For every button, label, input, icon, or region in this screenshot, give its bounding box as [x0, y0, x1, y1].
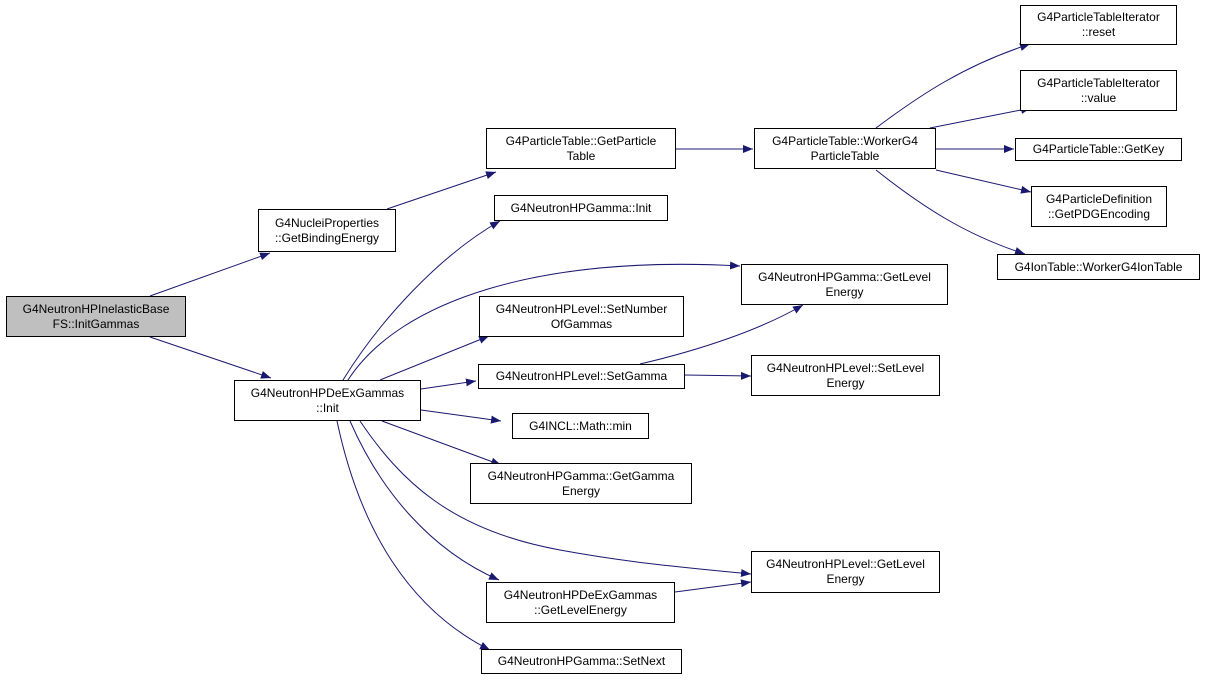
node-label-line1: G4NeutronHPGamma::GetLevel	[758, 269, 931, 284]
node-label-line2: Energy	[825, 284, 864, 299]
node-deex-gammas-init[interactable]: G4NeutronHPDeExGammas ::Init	[234, 380, 421, 421]
node-level-set-number-of-gammas[interactable]: G4NeutronHPLevel::SetNumber OfGammas	[479, 296, 684, 337]
edge-deex-level-setnum	[379, 335, 490, 381]
node-label-line2: Energy	[561, 483, 601, 498]
edge-pt-worker-ion	[875, 169, 1026, 255]
edge-pt-worker-pdg	[935, 169, 1032, 194]
node-label-line2: Table	[566, 148, 596, 163]
node-label-line2: Energy	[826, 572, 865, 586]
node-gamma-init[interactable]: G4NeutronHPGamma::Init	[494, 195, 668, 221]
node-level-get-level-energy[interactable]: G4NeutronHPLevel::GetLevel Energy	[751, 551, 940, 593]
node-label-line2: FS::InitGammas	[52, 316, 140, 331]
edge-deex-deex-getlevel	[349, 420, 500, 581]
node-nuclei-get-binding-energy[interactable]: G4NucleiProperties ::GetBindingEnergy	[258, 209, 396, 252]
node-label-line1: G4NeutronHPDeExGammas	[250, 385, 405, 400]
node-label-line1: G4ParticleTable::GetParticle	[505, 133, 657, 148]
node-label-line1: G4NeutronHPLevel::GetLevel	[766, 557, 925, 571]
node-gamma-get-level-energy[interactable]: G4NeutronHPGamma::GetLevel Energy	[741, 264, 948, 305]
node-label-line2: ::value	[1080, 90, 1117, 105]
edge-root-deex-init	[149, 336, 272, 379]
node-gamma-get-gamma-energy[interactable]: G4NeutronHPGamma::GetGamma Energy	[470, 463, 692, 504]
node-label-line2: ::Init	[316, 400, 339, 415]
node-label-line1: G4ParticleDefinition	[1045, 191, 1153, 206]
node-label-line1: G4NeutronHPGamma::SetNext	[497, 654, 666, 668]
node-label-line1: G4NeutronHPDeExGammas	[503, 587, 658, 602]
edge-deex-gamma-getlevel	[347, 261, 741, 381]
edge-nuclei-pt-get	[386, 171, 497, 210]
node-label-line1: G4NeutronHPLevel::SetNumber	[495, 301, 668, 316]
node-particle-table-worker[interactable]: G4ParticleTable::WorkerG4 ParticleTable	[754, 128, 936, 169]
node-init-gammas: G4NeutronHPInelasticBase FS::InitGammas	[6, 296, 186, 337]
node-label-line2: ::reset	[1081, 25, 1116, 39]
node-ion-table-worker[interactable]: G4IonTable::WorkerG4IonTable	[997, 254, 1200, 280]
node-label-line2: ParticleTable	[810, 148, 880, 163]
node-particle-table-get[interactable]: G4ParticleTable::GetParticle Table	[486, 128, 676, 169]
node-label-line1: G4NeutronHPLevel::SetGamma	[495, 369, 668, 383]
node-label-line2: Energy	[826, 375, 865, 390]
node-iterator-reset[interactable]: G4ParticleTableIterator ::reset	[1020, 5, 1177, 45]
edge-setgamma-level-setlevel	[684, 371, 752, 380]
node-label-line1: G4ParticleTableIterator	[1037, 10, 1160, 24]
edge-deex-math-min	[420, 409, 502, 424]
edge-pt-worker-pti-reset	[875, 43, 1031, 129]
node-label-line1: G4IonTable::WorkerG4IonTable	[1014, 259, 1183, 274]
node-label-line1: G4ParticleTable::WorkerG4	[772, 133, 918, 148]
edge-deex-level-getlevel	[359, 420, 752, 578]
node-label-line2: ::GetPDGEncoding	[1047, 206, 1151, 221]
node-label-line2: ::GetLevelEnergy	[534, 602, 627, 617]
edge-deex-gamma-getgamma	[381, 420, 502, 466]
node-label-line1: G4NucleiProperties	[274, 215, 380, 230]
edge-deex-getlevel-level-getlevel	[674, 579, 752, 593]
edge-pt-worker-pti-value	[929, 106, 1032, 129]
node-label-line1: G4NeutronHPLevel::SetLevel	[766, 360, 925, 375]
node-gamma-set-next[interactable]: G4NeutronHPGamma::SetNext	[481, 649, 682, 674]
edge-setgamma-gamma-getlevel	[639, 304, 804, 365]
node-particle-table-getkey[interactable]: G4ParticleTable::GetKey	[1015, 138, 1182, 161]
node-label-line1: G4NeutronHPGamma::Init	[510, 200, 652, 215]
node-particle-definition-pdg[interactable]: G4ParticleDefinition ::GetPDGEncoding	[1031, 186, 1167, 227]
edge-deex-level-setgamma	[420, 378, 477, 390]
node-iterator-value[interactable]: G4ParticleTableIterator ::value	[1020, 70, 1177, 111]
node-deex-get-level-energy[interactable]: G4NeutronHPDeExGammas ::GetLevelEnergy	[486, 582, 675, 623]
node-label-line1: G4NeutronHPInelasticBase	[22, 301, 170, 316]
node-label-line1: G4NeutronHPGamma::GetGamma	[487, 468, 675, 483]
node-incl-math-min[interactable]: G4INCL::Math::min	[512, 413, 649, 439]
node-label-line1: G4INCL::Math::min	[529, 418, 632, 433]
node-level-set-level-energy[interactable]: G4NeutronHPLevel::SetLevel Energy	[751, 355, 940, 396]
node-level-set-gamma[interactable]: G4NeutronHPLevel::SetGamma	[478, 364, 685, 389]
edge-deex-gamma-init	[342, 220, 501, 381]
edge-root-nuclei	[149, 252, 271, 297]
node-label-line1: G4ParticleTable::GetKey	[1032, 142, 1165, 156]
edge-deex-gamma-setnext	[336, 420, 491, 651]
node-label-line1: G4ParticleTableIterator	[1037, 75, 1160, 90]
node-label-line2: ::GetBindingEnergy	[274, 230, 380, 245]
node-label-line2: OfGammas	[550, 316, 613, 331]
